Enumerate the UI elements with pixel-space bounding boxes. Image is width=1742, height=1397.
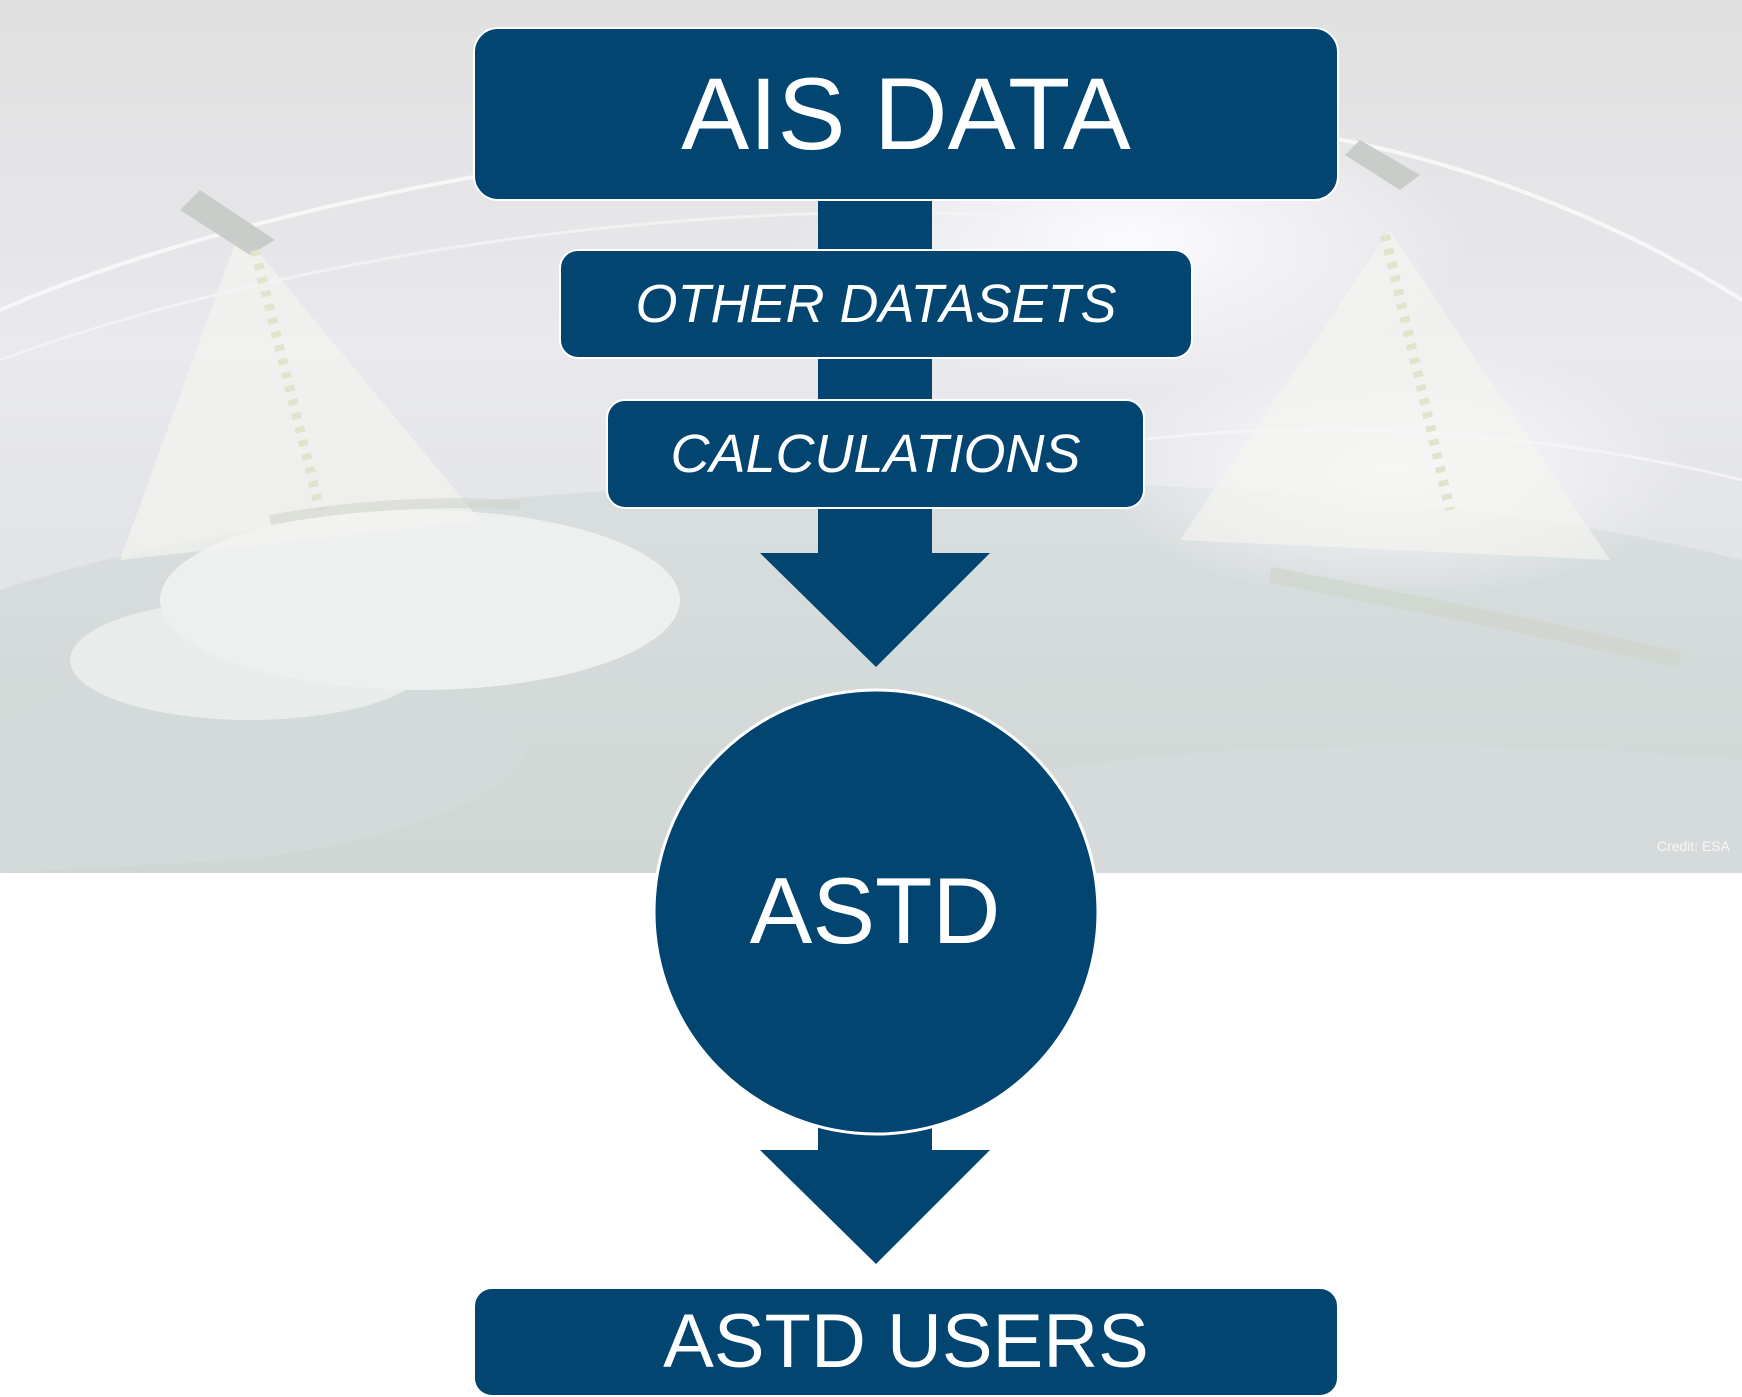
astd-label: ASTD bbox=[749, 858, 1001, 963]
astd-users-box bbox=[473, 1287, 1339, 1397]
calculations-box bbox=[606, 399, 1145, 509]
astd-users-label: ASTD USERS bbox=[663, 1299, 1149, 1384]
other-datasets-box bbox=[559, 249, 1193, 359]
arrow-down-to-users bbox=[760, 1150, 990, 1264]
photo-credit: Credit: ESA bbox=[1656, 838, 1730, 854]
calculations-label: CALCULATIONS bbox=[670, 424, 1081, 484]
astd-circle bbox=[652, 688, 1100, 1136]
ais-data-box bbox=[473, 27, 1339, 201]
ais-data-label: AIS DATA bbox=[681, 57, 1131, 171]
other-datasets-label: OTHER DATASETS bbox=[635, 274, 1117, 334]
arrow-down-to-astd bbox=[760, 553, 990, 667]
